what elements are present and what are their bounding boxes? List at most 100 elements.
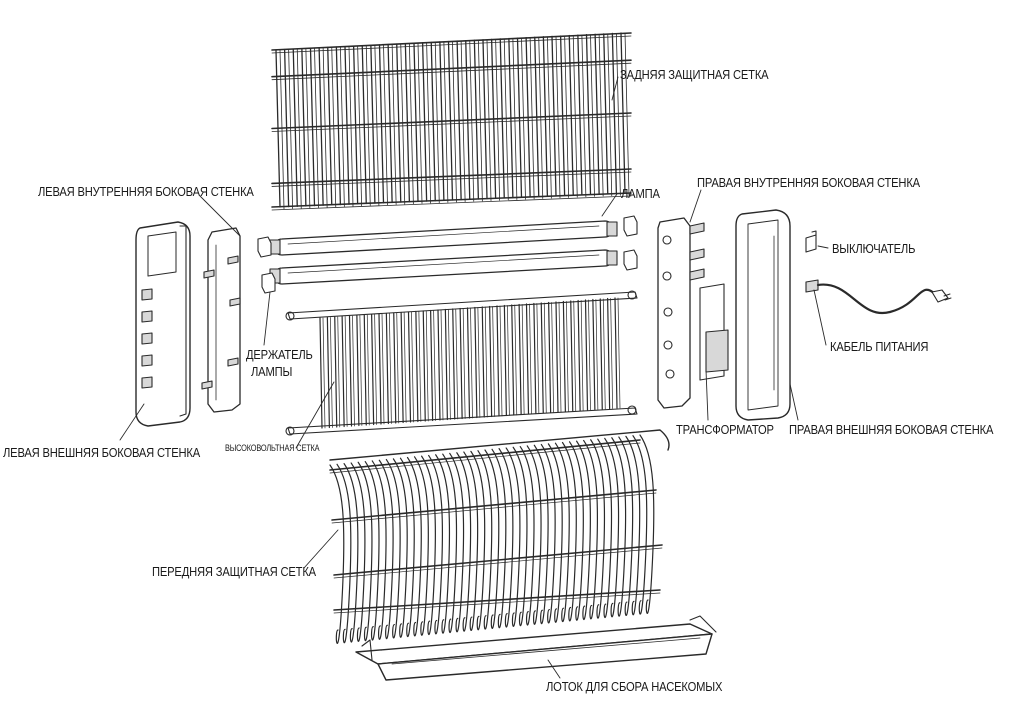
leader-line [295, 381, 335, 449]
hv-grid-wire [341, 315, 345, 428]
left-outer-window [147, 231, 177, 277]
hv-grid-wire [430, 309, 434, 422]
lamp-holder [261, 272, 276, 294]
hv-grid-wire-edge [448, 309, 451, 420]
left-outer-slot [141, 332, 153, 345]
cable-pin [944, 297, 952, 301]
rear-grid-wire-shadow [555, 36, 561, 199]
hv-grid-wire-edge [440, 309, 444, 421]
hv-grid-wire [496, 305, 500, 417]
front-grid-wire [519, 445, 535, 626]
hv-grid-wire [407, 311, 412, 423]
front-grid-wire [575, 440, 591, 620]
leader-line [263, 291, 271, 346]
rear-grid-wire-shadow [391, 44, 397, 205]
hv-grid-wire [385, 312, 389, 425]
hv-grid-wire-edge [396, 312, 400, 424]
rear-grid-wire-shadow [305, 48, 311, 209]
hv-grid-wire-edge [359, 315, 363, 426]
leader-line [689, 189, 702, 223]
hv-grid-wire-edge [492, 306, 495, 417]
rear-grid-crossbar-edge [271, 195, 632, 211]
switch-part [805, 230, 817, 253]
hv-grid-wire-edge [403, 312, 407, 423]
rear-grid-wire-shadow [288, 49, 294, 210]
front-grid-wire [463, 451, 479, 631]
rear-grid-wire-shadow [486, 39, 492, 202]
label-lamp-holder-1: ДЕРЖАТЕЛЬ [246, 347, 313, 362]
left-outer-shell [135, 221, 191, 427]
hv-grid-wire-edge [610, 298, 613, 409]
front-grid-wire [329, 464, 345, 644]
label-front-grid: ПЕРЕДНЯЯ ЗАЩИТНАЯ СЕТКА [152, 564, 316, 579]
front-grid-crossbar [333, 589, 661, 611]
rear-grid-wire-shadow [314, 47, 319, 209]
front-grid-wire [343, 463, 359, 643]
hv-grid-wire-edge [462, 308, 466, 419]
front-grid-wire [632, 435, 648, 615]
hv-grid-wire [393, 312, 397, 424]
hv-grid-wire-edge [366, 314, 370, 426]
front-grid-wire [597, 438, 613, 618]
lamp-highlight [287, 254, 600, 274]
rear-grid-wire-shadow [331, 47, 337, 208]
front-grid-wire [357, 461, 373, 642]
hv-grid-wire [437, 309, 441, 421]
front-grid-wire [625, 435, 641, 616]
hv-grid-wire [319, 317, 323, 429]
front-grid-wire [336, 463, 352, 644]
right-inner-hole [665, 369, 675, 379]
hv-grid-wire [607, 297, 611, 410]
rear-grid-crossbar [271, 192, 632, 208]
hv-grid-wire-edge [418, 311, 422, 422]
hv-grid-wire-edge [573, 300, 577, 412]
lamp-cap [606, 250, 618, 266]
hv-grid-wire [348, 315, 353, 427]
left-outer-edge [179, 225, 187, 417]
lamp-holder [623, 249, 638, 271]
leader-line [303, 529, 339, 569]
front-grid-wire [583, 439, 599, 620]
hv-grid-pin [285, 426, 295, 436]
hv-grid-wire-edge [566, 301, 569, 412]
right-outer-side-wall [735, 209, 791, 421]
left-inner-plate [207, 227, 241, 413]
front-grid-wire [470, 450, 486, 631]
rear-grid-wire-shadow [434, 41, 440, 204]
front-grid-wire [428, 454, 444, 635]
hv-grid-wire-edge [521, 304, 525, 415]
label-right-inner-wall: ПРАВАЯ ВНУТРЕННЯЯ БОКОВАЯ СТЕНКА [697, 175, 920, 190]
rear-grid-wire-shadow [572, 35, 578, 198]
front-grid-wire [604, 437, 620, 618]
rear-grid-wire-shadow [296, 48, 302, 209]
switch-body [805, 234, 817, 253]
transformer-part [699, 283, 729, 381]
rear-grid-wire-shadow [477, 39, 483, 202]
right-inner-hole [663, 340, 673, 350]
front-grid-top-edge [329, 429, 670, 461]
label-rear-grid: ЗАДНЯЯ ЗАЩИТНАЯ СЕТКА [620, 67, 769, 82]
right-outer-inner-rim [747, 219, 779, 411]
hv-grid-wire [489, 305, 493, 418]
hv-grid-wire-edge [499, 305, 503, 417]
right-inner-post [689, 222, 705, 235]
front-grid-wire [484, 449, 500, 629]
right-inner-post [689, 248, 705, 261]
rear-grid-wire-shadow [503, 38, 509, 201]
hv-grid-wire [511, 304, 515, 416]
rear-grid-crossbar-edge [271, 35, 632, 54]
rear-grid-wire-shadow [426, 42, 432, 204]
uv-lamps [257, 215, 638, 294]
rear-grid-wire-shadow [443, 41, 449, 203]
hv-grid-wire [518, 303, 522, 416]
right-inner-hole [662, 271, 672, 281]
hv-grid-top-rail [287, 291, 638, 320]
leader-line [789, 383, 799, 421]
label-hv-grid: ВЫСОКОВОЛЬТНАЯ СЕТКА [225, 443, 320, 453]
hv-grid-wire [356, 314, 360, 427]
hv-grid-wire [474, 306, 478, 419]
lamp-tube [273, 220, 614, 256]
right-inner-hole [662, 235, 672, 245]
rear-grid-wire-shadow [339, 46, 345, 207]
hv-grid-wire [481, 306, 485, 418]
